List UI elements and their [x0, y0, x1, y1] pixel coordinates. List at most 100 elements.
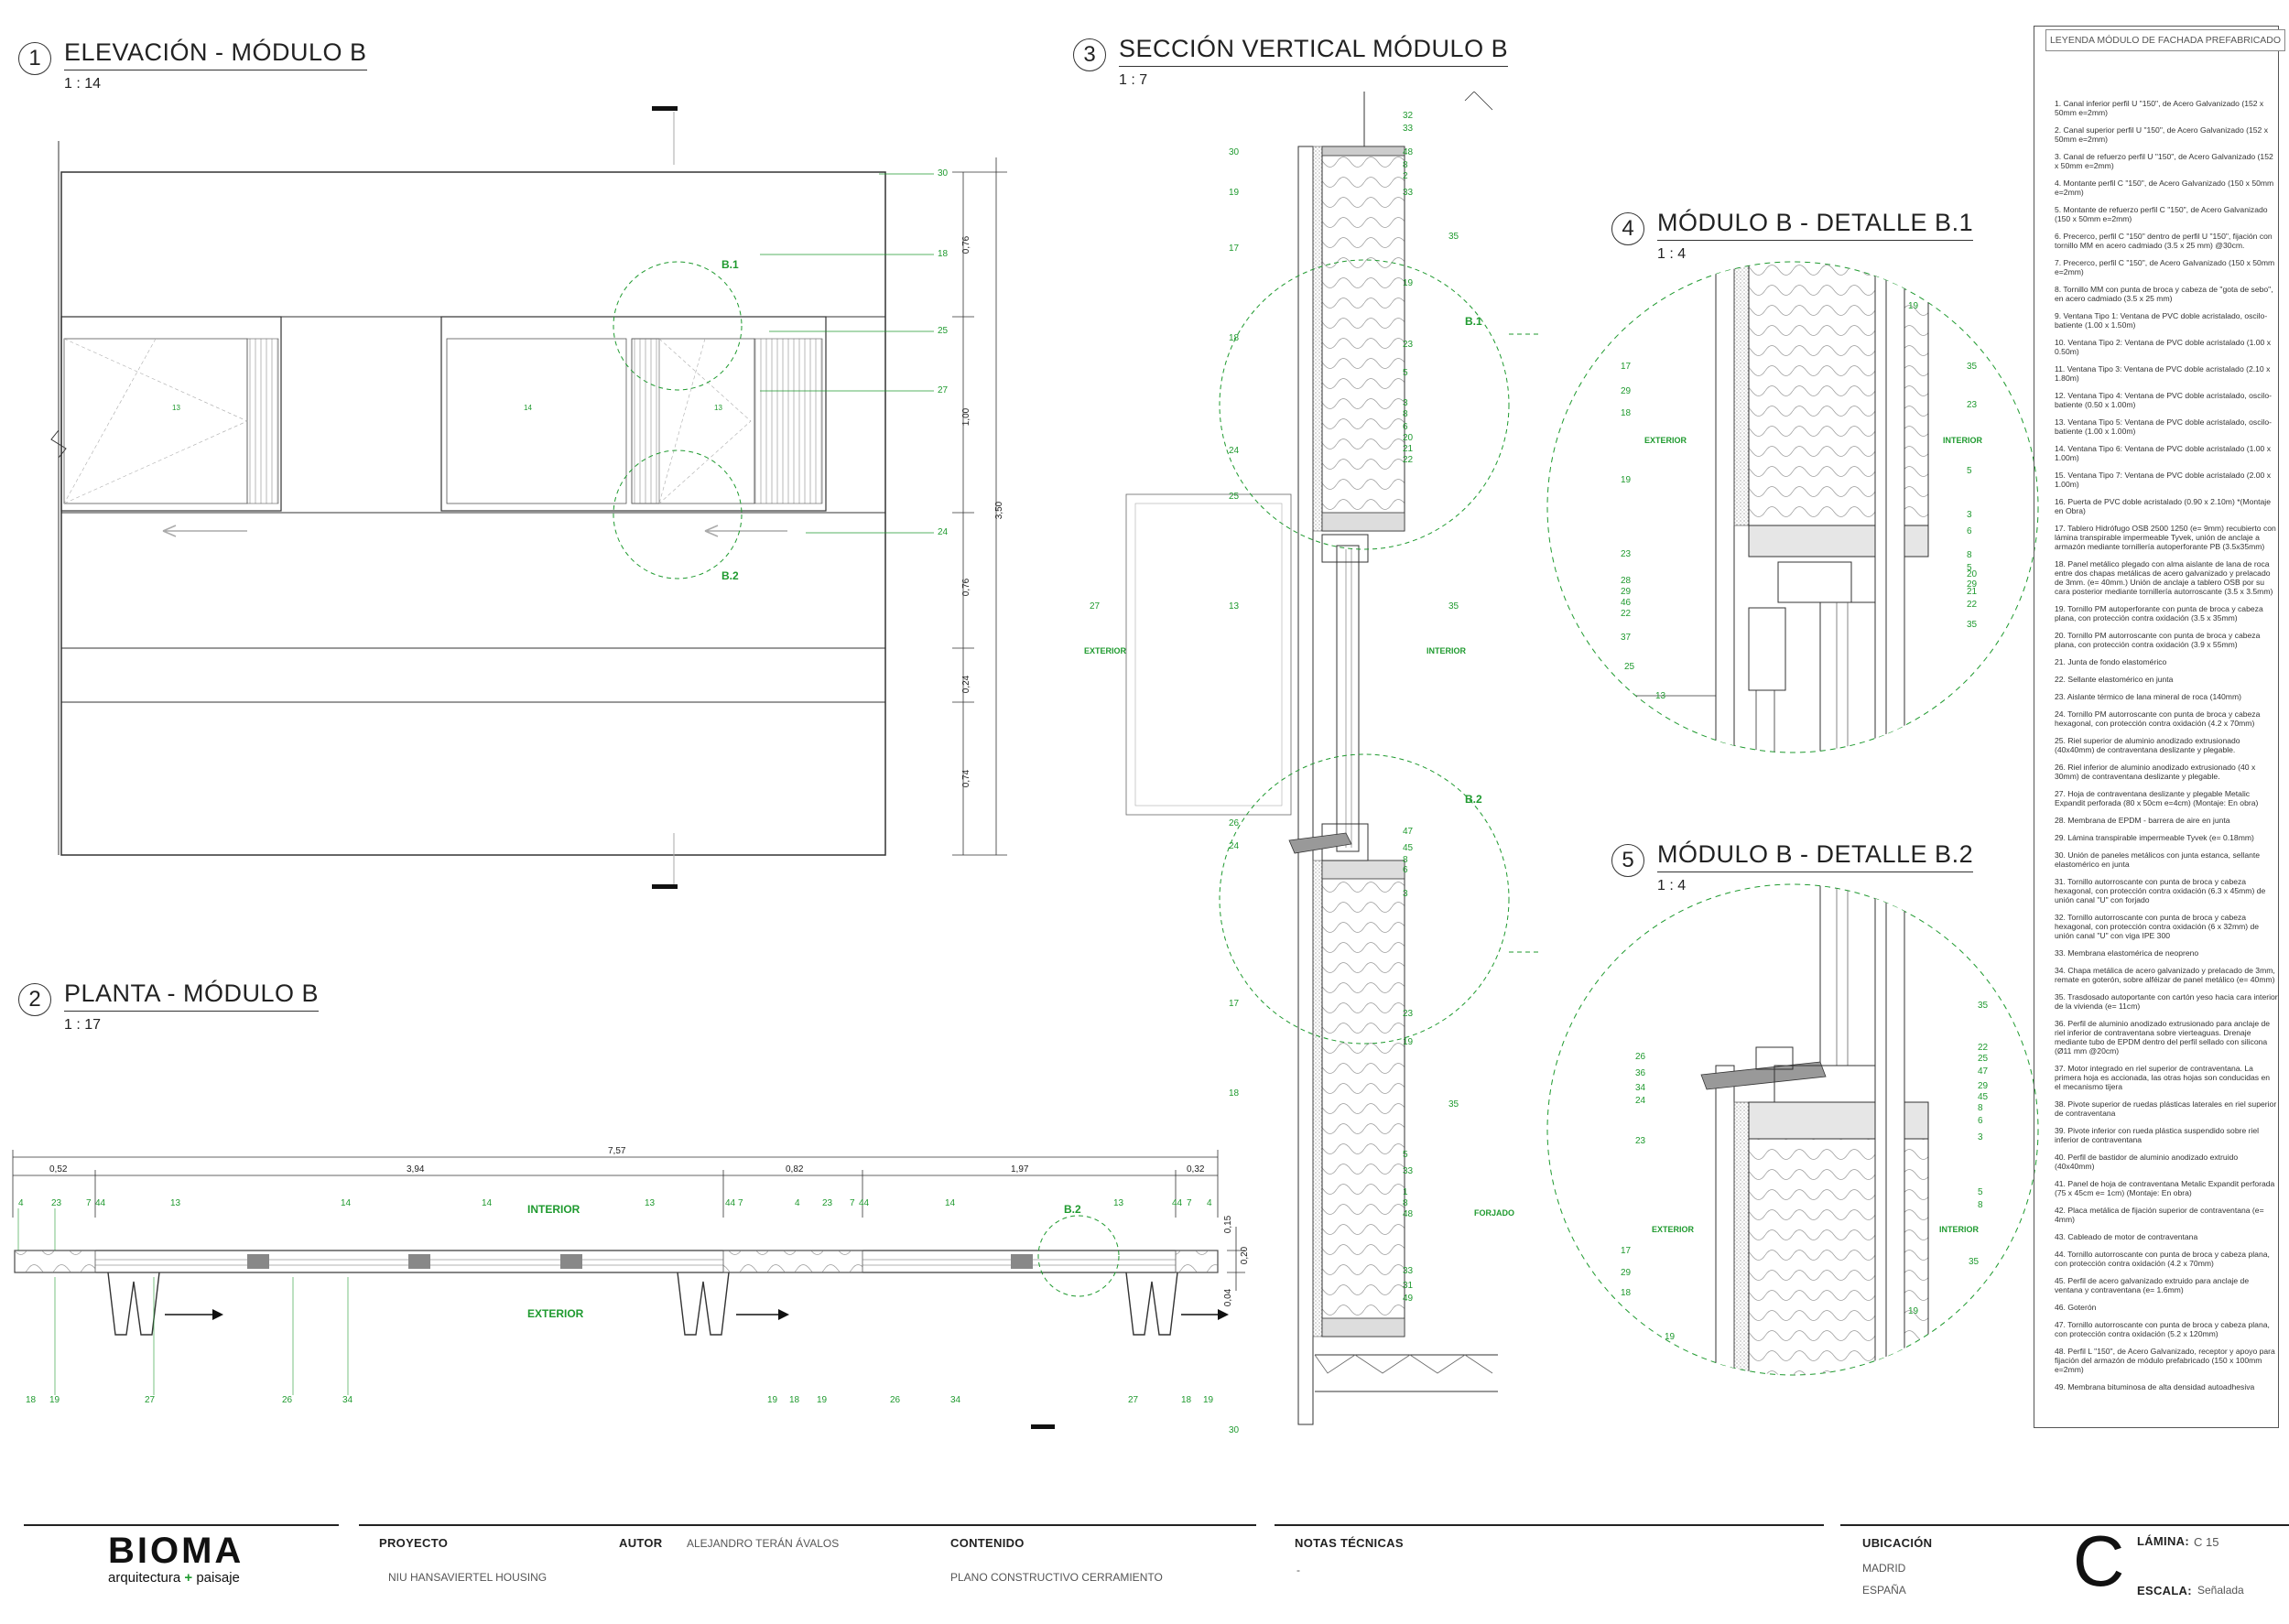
logo-tagline: arquitectura + paisaje: [108, 1570, 240, 1586]
detail-tag-b2: B.2: [1465, 793, 1482, 806]
lamina-label: LÁMINA:: [2137, 1534, 2189, 1548]
plan-top-label: 4: [795, 1198, 800, 1208]
elevation-window-label: 13: [714, 404, 722, 412]
plan-top-label: 7: [850, 1198, 855, 1208]
section-left-label: 30: [1229, 147, 1240, 157]
detail-b1-left-label: 25: [1624, 662, 1635, 672]
legend-item: 11. Ventana Tipo 3: Ventana de PVC doble…: [2055, 364, 2271, 383]
detail-b1-drawing: [1546, 261, 2039, 753]
legend-item: 16. Puerta de PVC doble acristalado (0.9…: [2055, 497, 2271, 515]
detail-b1-right-label: 8: [1967, 550, 1972, 560]
detail-b2-right-label: 35: [1969, 1257, 1980, 1267]
plan-bottom-label: 26: [890, 1395, 901, 1405]
legend-frame: [2034, 26, 2279, 1428]
plan-bottom-label: 26: [282, 1395, 293, 1405]
ciudad-value: MADRID: [1862, 1562, 1906, 1575]
legend-item: 5. Montante de refuerzo perfil C "150", …: [2055, 205, 2268, 223]
ubicacion-label: UBICACIÓN: [1862, 1536, 1933, 1550]
legend-item: 40. Perfil de bastidor de aluminio anodi…: [2055, 1153, 2239, 1171]
section-right-label: 45: [1403, 843, 1414, 853]
plan-top-label: 23: [822, 1198, 833, 1208]
section-right-label: 6: [1403, 865, 1408, 875]
section-right-label: 8: [1403, 855, 1408, 865]
plan-top-label: 14: [341, 1198, 352, 1208]
view-name: PLANTA - MÓDULO B: [64, 980, 320, 1012]
legend-item: 32. Tornillo autorroscante con punta de …: [2055, 913, 2260, 940]
legend-item: 25. Riel superior de aluminio anodizado …: [2055, 736, 2240, 754]
elevation-dim: 0,76: [961, 578, 972, 597]
detail-b1-left-label: 13: [1655, 691, 1666, 701]
section-left-label: 18: [1229, 333, 1240, 343]
detail-b2-right-label: 22: [1978, 1043, 1989, 1053]
titleblock-rule: [24, 1524, 339, 1526]
detail-b1-left-label: 37: [1621, 633, 1632, 643]
plan-bottom-label: 18: [26, 1395, 37, 1405]
elevation-window-label: 14: [524, 404, 532, 412]
section-right-label: 1: [1403, 1187, 1408, 1197]
detail-b2-right-label: 25: [1978, 1054, 1989, 1064]
legend-item: 12. Ventana Tipo 4: Ventana de PVC doble…: [2055, 391, 2272, 409]
detail-b1-right-label: 5: [1967, 466, 1972, 476]
legend-title: LEYENDA MÓDULO DE FACHADA PREFABRICADO: [2045, 29, 2285, 51]
legend-item: 3. Canal de refuerzo perfil U "150", de …: [2055, 152, 2273, 170]
plan-total-dim: 7,57: [608, 1146, 626, 1156]
section-right-label: 23: [1403, 1009, 1414, 1019]
plan-interior-label: INTERIOR: [527, 1203, 580, 1216]
view-scale: 1 : 4: [1657, 246, 1687, 262]
legend-item: 35. Trasdosado autoportante con cartón y…: [2055, 992, 2278, 1011]
section-cut-mark: [1031, 1424, 1055, 1429]
elevation-dim: 0,74: [961, 769, 972, 788]
legend-item: 9. Ventana Tipo 1: Ventana de PVC doble …: [2055, 311, 2268, 330]
legend-item: 46. Goterón: [2055, 1303, 2097, 1312]
plan-bottom-label: 34: [342, 1395, 353, 1405]
section-right-label: 33: [1403, 124, 1414, 134]
legend-item: 30. Unión de paneles metálicos con junta…: [2055, 850, 2261, 869]
notas-label: NOTAS TÉCNICAS: [1295, 1536, 1404, 1550]
section-right-label: 33: [1403, 1166, 1414, 1176]
elevation-callout: 30: [938, 168, 949, 179]
detail-b2-left-label: 19: [1665, 1332, 1676, 1342]
detail-b2-left-label: 24: [1635, 1096, 1646, 1106]
plan-top-label: 13: [1113, 1198, 1124, 1208]
autor-label: AUTOR: [619, 1536, 663, 1550]
section-right-label: 19: [1403, 278, 1414, 288]
view-number: 3: [1073, 38, 1106, 71]
legend-item: 33. Membrana elastomérica de neopreno: [2055, 948, 2199, 958]
section-right-label: 3: [1403, 889, 1408, 899]
legend-item: 43. Cableado de motor de contraventana: [2055, 1232, 2198, 1241]
plan-bottom-label: 27: [145, 1395, 156, 1405]
plan-top-label: 7: [86, 1198, 92, 1208]
section-right-label: 47: [1403, 827, 1414, 837]
section-right-label: 20: [1403, 433, 1414, 443]
detail-tag-b1: B.1: [721, 258, 739, 271]
plan-segment-dim: 0,32: [1187, 1164, 1205, 1175]
elevation-dim: 0,76: [961, 235, 972, 254]
legend-item: 28. Membrana de EPDM - barrera de aire e…: [2055, 816, 2230, 825]
notas-value: -: [1296, 1564, 1300, 1576]
section-left-label: 19: [1229, 188, 1240, 198]
detail-b2-right-label: 45: [1978, 1092, 1989, 1102]
legend-item: 14. Ventana Tipo 6: Ventana de PVC doble…: [2055, 444, 2272, 462]
view-title-detail-b1: 4 MÓDULO B - DETALLE B.1 1 : 4: [1611, 209, 1974, 263]
section-right-label: 3: [1403, 398, 1408, 408]
section-interior-label: INTERIOR: [1427, 646, 1467, 655]
section-right-label: 33: [1403, 188, 1414, 198]
legend-item: 24. Tornillo PM autorroscante con punta …: [2055, 709, 2261, 728]
titleblock-rule: [1275, 1524, 1824, 1526]
detail-b2-interior: INTERIOR: [1939, 1225, 1980, 1234]
section-right-label: 33: [1403, 1266, 1414, 1276]
legend-item: 2. Canal superior perfil U "150", de Ace…: [2055, 125, 2269, 144]
plan-top-label: 13: [170, 1198, 181, 1208]
detail-b2-right-label: 5: [1978, 1187, 1983, 1197]
legend-item: 34. Chapa metálica de acero galvanizado …: [2055, 966, 2275, 984]
section-right-label: 8: [1403, 1198, 1408, 1208]
detail-b2-right-label: 47: [1978, 1066, 1989, 1077]
detail-b1-right-label: 35: [1967, 362, 1978, 372]
detail-b1-right-label: 5: [1967, 563, 1972, 573]
titleblock-rule: [2040, 1524, 2289, 1526]
detail-b2-right-label: 35: [1978, 1001, 1989, 1011]
escala-label: ESCALA:: [2137, 1584, 2192, 1597]
plan-top-label: 44: [725, 1198, 736, 1208]
legend-item: 47. Tornillo autorroscante con punta de …: [2055, 1320, 2270, 1338]
detail-b1-left-label: 46: [1621, 598, 1632, 608]
